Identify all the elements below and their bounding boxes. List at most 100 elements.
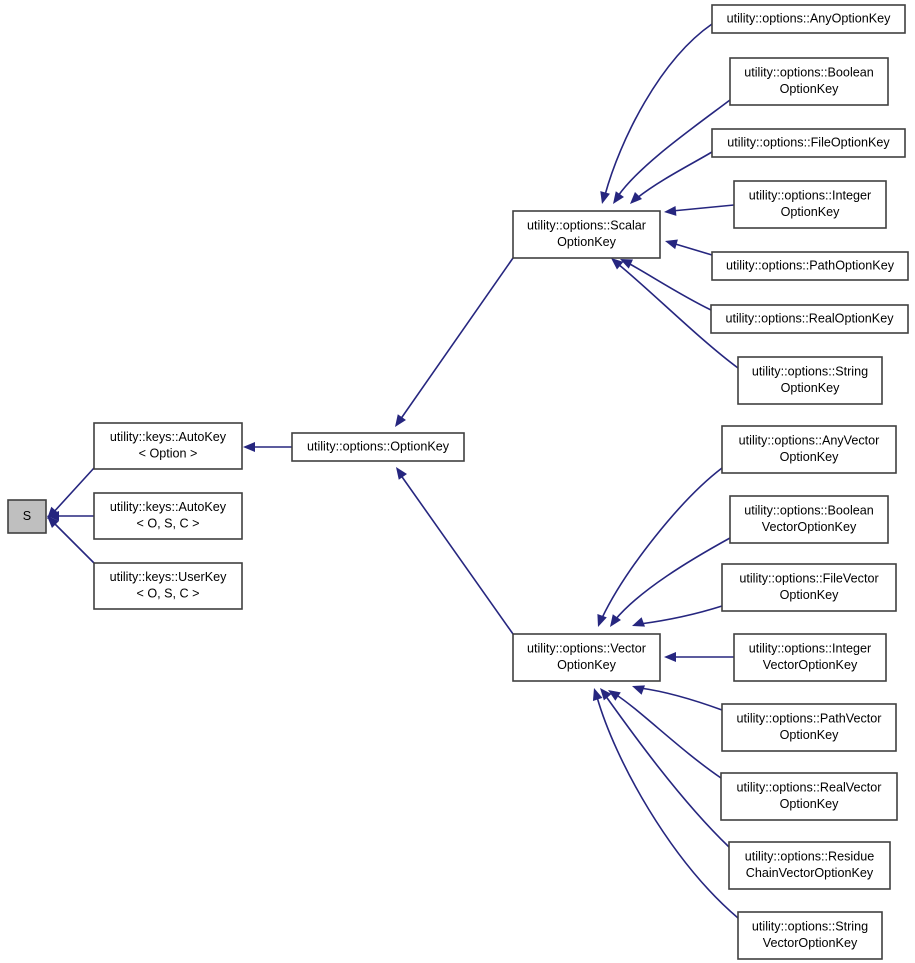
class-node-box[interactable] bbox=[512, 210, 661, 259]
edge-arrowhead bbox=[664, 205, 677, 216]
class-node-label: utility::options::PathVector bbox=[737, 712, 882, 726]
edge-line bbox=[639, 687, 723, 711]
class-node-box[interactable] bbox=[711, 128, 906, 158]
class-node-label: OptionKey bbox=[780, 82, 840, 96]
edge-line bbox=[601, 467, 723, 619]
class-node-box[interactable] bbox=[710, 304, 909, 334]
inheritance-edge-string_s-to-scalar bbox=[611, 258, 739, 369]
class-node-file_s[interactable]: utility::options::FileOptionKey bbox=[711, 128, 906, 158]
class-node-box[interactable] bbox=[711, 4, 906, 34]
edge-line bbox=[671, 204, 735, 212]
class-node-userkey_osc[interactable]: utility::keys::UserKey< O, S, C > bbox=[93, 562, 243, 610]
class-node-s[interactable]: S bbox=[7, 499, 47, 534]
edge-line bbox=[671, 242, 713, 256]
class-node-label: VectorOptionKey bbox=[763, 936, 858, 950]
class-node-path_s[interactable]: utility::options::PathOptionKey bbox=[711, 251, 909, 281]
edge-line bbox=[51, 467, 95, 515]
class-node-box[interactable] bbox=[737, 911, 883, 960]
edge-arrowhead bbox=[610, 614, 621, 627]
edge-arrowhead bbox=[620, 259, 633, 269]
edge-line bbox=[604, 694, 730, 848]
class-node-box[interactable] bbox=[93, 492, 243, 540]
class-node-label: utility::options::String bbox=[752, 365, 868, 379]
class-node-box[interactable] bbox=[733, 180, 887, 229]
edge-arrowhead bbox=[611, 258, 624, 270]
class-node-label: OptionKey bbox=[781, 205, 841, 219]
inheritance-edge-bool_s-to-scalar bbox=[613, 99, 731, 204]
class-node-label: utility::options::Residue bbox=[745, 850, 875, 864]
inheritance-edge-optionkey-to-autokey_option bbox=[243, 442, 292, 452]
class-node-box[interactable] bbox=[291, 432, 465, 462]
edge-arrowhead bbox=[632, 617, 645, 627]
edge-line bbox=[596, 696, 739, 919]
class-node-box[interactable] bbox=[93, 562, 243, 610]
class-node-label: OptionKey bbox=[780, 450, 840, 464]
edge-line bbox=[614, 537, 731, 621]
class-node-residue_v[interactable]: utility::options::ResidueChainVectorOpti… bbox=[728, 841, 891, 890]
edge-arrowhead bbox=[243, 442, 255, 452]
class-node-box[interactable] bbox=[512, 633, 661, 682]
edge-line bbox=[617, 263, 739, 369]
edge-arrowhead bbox=[632, 685, 645, 695]
class-node-label: OptionKey bbox=[781, 381, 841, 395]
edge-line bbox=[639, 605, 723, 625]
class-node-box[interactable] bbox=[720, 772, 898, 821]
inheritance-edge-userkey_osc-to-s bbox=[47, 516, 95, 564]
class-node-optionkey[interactable]: utility::options::OptionKey bbox=[291, 432, 465, 462]
class-node-box[interactable] bbox=[7, 499, 47, 534]
class-node-label: utility::keys::AutoKey bbox=[110, 500, 227, 514]
edge-arrowhead bbox=[47, 511, 59, 521]
edge-arrowhead bbox=[665, 239, 678, 250]
class-node-label: < Option > bbox=[139, 447, 198, 461]
class-node-box[interactable] bbox=[721, 703, 897, 752]
edge-arrowhead bbox=[600, 688, 612, 701]
class-node-any_s[interactable]: utility::options::AnyOptionKey bbox=[711, 4, 906, 34]
inheritance-edge-residue_v-to-vector bbox=[600, 688, 730, 848]
class-node-box[interactable] bbox=[721, 425, 897, 474]
class-node-autokey_osc[interactable]: utility::keys::AutoKey< O, S, C > bbox=[93, 492, 243, 540]
edges-layer bbox=[47, 23, 739, 919]
class-node-label: utility::options::FileVector bbox=[739, 572, 878, 586]
class-node-box[interactable] bbox=[711, 251, 909, 281]
class-node-box[interactable] bbox=[93, 422, 243, 470]
class-node-autokey_option[interactable]: utility::keys::AutoKey< Option > bbox=[93, 422, 243, 470]
class-node-box[interactable] bbox=[729, 57, 889, 106]
class-node-label: OptionKey bbox=[780, 588, 840, 602]
class-node-label: < O, S, C > bbox=[137, 517, 200, 531]
class-node-vector[interactable]: utility::options::VectorOptionKey bbox=[512, 633, 661, 682]
class-node-box[interactable] bbox=[728, 841, 891, 890]
class-node-label: utility::options::OptionKey bbox=[307, 439, 450, 453]
class-node-label: utility::options::RealOptionKey bbox=[725, 311, 894, 325]
edge-line bbox=[627, 262, 712, 311]
class-node-box[interactable] bbox=[729, 495, 889, 544]
inheritance-edge-path_v-to-vector bbox=[632, 685, 723, 711]
inheritance-edge-int_s-to-scalar bbox=[664, 204, 735, 216]
inheritance-edge-real_s-to-scalar bbox=[620, 259, 712, 311]
class-node-label: utility::options::Vector bbox=[527, 642, 646, 656]
edge-arrowhead bbox=[608, 690, 621, 701]
class-node-box[interactable] bbox=[733, 633, 887, 682]
class-node-label: < O, S, C > bbox=[137, 587, 200, 601]
class-node-label: utility::keys::AutoKey bbox=[110, 430, 227, 444]
class-node-label: utility::options::Boolean bbox=[744, 66, 874, 80]
class-node-label: VectorOptionKey bbox=[763, 658, 858, 672]
edge-arrowhead bbox=[47, 516, 60, 529]
class-node-box[interactable] bbox=[737, 356, 883, 405]
class-node-real_s[interactable]: utility::options::RealOptionKey bbox=[710, 304, 909, 334]
class-node-label: utility::options::FileOptionKey bbox=[727, 135, 890, 149]
inheritance-edge-vector-to-optionkey bbox=[396, 467, 514, 635]
class-node-box[interactable] bbox=[721, 563, 897, 612]
edge-line bbox=[617, 99, 731, 197]
